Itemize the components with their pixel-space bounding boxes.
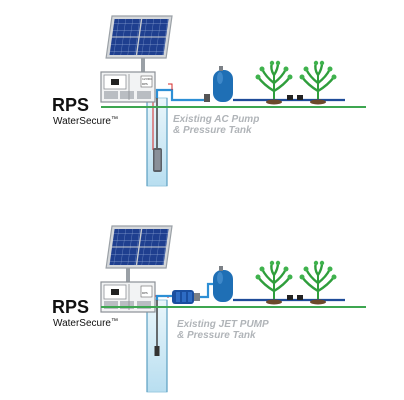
panel-bottom: RPS: [52, 225, 366, 393]
plant-1: [255, 60, 293, 105]
controller-mini-label: 12VDC: [142, 77, 152, 81]
product-name: WaterSecure™: [53, 116, 118, 127]
caption-line-2: & Pressure Tank: [177, 330, 256, 341]
crop-plants: [255, 260, 337, 305]
pressure-tank: [213, 266, 233, 302]
solar-pole: [126, 262, 130, 284]
plant-2: [299, 260, 337, 305]
solar-panel: [105, 15, 173, 59]
water-pipe: [155, 294, 172, 300]
caption-line-1: Existing JET PUMP: [177, 319, 269, 330]
panel-top: 12VDC RPS: [52, 15, 366, 187]
caption-line-2: & Pressure Tank: [173, 125, 252, 136]
plant-1: [255, 260, 293, 305]
plant-2: [299, 60, 337, 105]
crop-plants: [255, 60, 337, 105]
solar-pole: [141, 52, 145, 82]
controller-display: [111, 289, 119, 295]
jet-pump: [172, 290, 200, 304]
pressure-tank: [213, 66, 233, 102]
controller-display: [111, 79, 119, 85]
brand-rps: RPS: [52, 297, 89, 317]
rps-controller-box: 12VDC RPS: [100, 71, 156, 103]
product-name: WaterSecure™: [53, 318, 118, 329]
caption-line-1: Existing AC Pump: [173, 114, 259, 125]
controller-tag: RPS: [142, 82, 148, 86]
brand-rps: RPS: [52, 95, 89, 115]
pipe-valve: [204, 94, 210, 102]
controller-tag: RPS: [142, 291, 148, 295]
solar-panel: [105, 225, 173, 269]
